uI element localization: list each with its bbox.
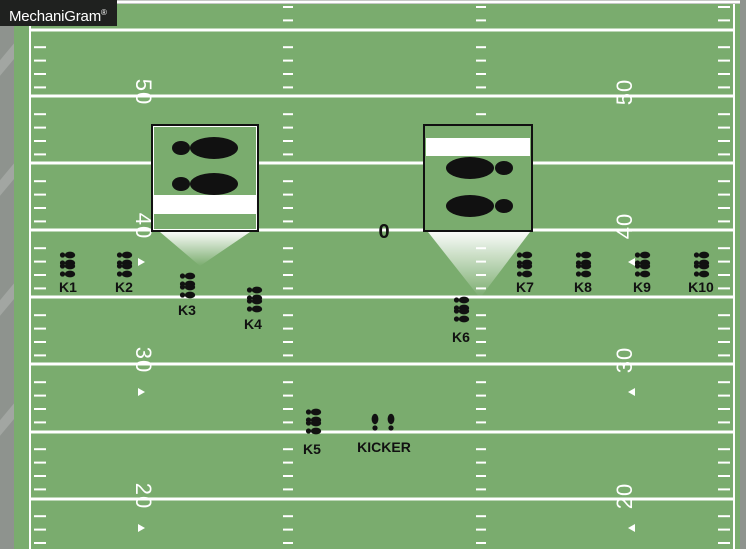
yard-number-left-30: 30 [131, 347, 156, 373]
yard-number-right-50: 50 [612, 79, 637, 105]
player-label-k5: K5 [303, 441, 321, 457]
brand-name: MechaniGram [9, 8, 101, 25]
yard-number-right-40: 40 [612, 213, 637, 239]
yard-number-left-50: 50 [131, 79, 156, 105]
yard-number-left-20: 20 [131, 483, 156, 509]
center-zero-label: 0 [378, 221, 389, 243]
yard-number-right-20: 20 [612, 483, 637, 509]
callout-turf-left-lower [154, 214, 256, 229]
brand-logo: MechaniGram® [0, 0, 117, 26]
player-label-k8: K8 [574, 279, 592, 295]
player-label-k3: K3 [178, 302, 196, 318]
player-label-k2: K2 [115, 279, 133, 295]
player-label-k10: K10 [688, 279, 714, 295]
player-label-k6: K6 [452, 329, 470, 345]
player-label-k9: K9 [633, 279, 651, 295]
callout-yardline-right [426, 138, 530, 156]
brand-registered-mark: ® [101, 8, 107, 17]
player-label-k1: K1 [59, 279, 77, 295]
yard-number-right-30: 30 [612, 347, 637, 373]
player-label-k4: K4 [244, 316, 262, 332]
player-label-k7: K7 [516, 279, 534, 295]
player-label-kicker: KICKER [357, 439, 411, 455]
